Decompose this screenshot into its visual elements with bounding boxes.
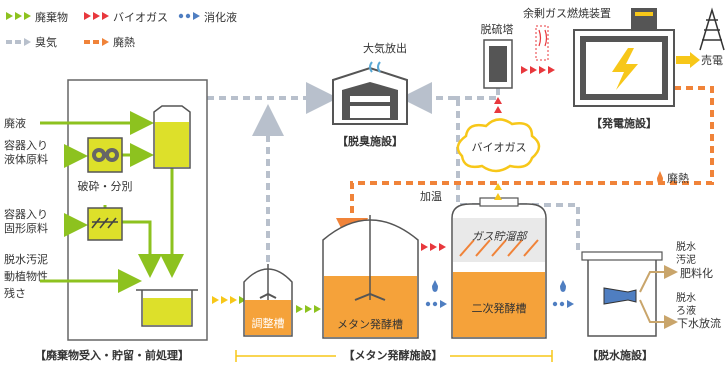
- dewater-sludge-label-1: 脱水: [676, 240, 696, 253]
- receiving-tank: [153, 105, 191, 169]
- legend-odor-symbol: [6, 38, 31, 46]
- legend-heat-label: 廃熱: [113, 35, 135, 49]
- deodor-facility-label: 【脱臭施設】: [337, 134, 403, 148]
- desulfurization-label: 脱硫塔: [481, 22, 514, 36]
- legend-odor-label: 臭気: [35, 35, 57, 49]
- dewater-sludge-label-2: 汚泥: [676, 253, 696, 266]
- power-facility-label: 【発電施設】: [591, 116, 657, 130]
- methane-tank-label: メタン発酵槽: [337, 317, 403, 331]
- legend-biogas-symbol: [84, 12, 109, 20]
- input-sludge-2: 動植物性: [4, 269, 48, 283]
- legend-heat-symbol: [84, 38, 109, 46]
- desulfurization-tower: [483, 39, 513, 89]
- biogas-up-arrows: [494, 97, 502, 200]
- methane-tank: [322, 215, 419, 339]
- legend: 廃棄物 バイオガス 消化液 臭気 廃熱: [6, 10, 237, 49]
- biogas-cloud-label: バイオガス: [472, 141, 527, 154]
- compost-label: 肥料化: [680, 266, 713, 280]
- crush-sort-label: 破砕・分別: [78, 179, 133, 193]
- legend-waste-symbol: [6, 12, 31, 20]
- heat-lines: [336, 86, 714, 250]
- waste-heat-label: 廃熱: [667, 171, 689, 185]
- input-container-liquid-2: 液体原料: [4, 152, 48, 166]
- sell-power-arrow: [676, 52, 700, 68]
- section-dewater-label: 【脱水施設】: [587, 348, 653, 362]
- adjust-to-methane-arrows: [296, 305, 321, 313]
- input-container-solid-1: 容器入り: [4, 207, 48, 221]
- crusher-solid: [87, 207, 123, 241]
- methane-to-gasholder-arrows: [421, 243, 446, 251]
- deodor-building: [332, 66, 408, 125]
- dewater-out-arrows: [639, 265, 678, 329]
- biogas-to-power-arrows: [521, 66, 555, 74]
- section-intake-label: 【廃棄物受入・貯留・前処理】: [35, 348, 189, 362]
- dewater-machine: [581, 251, 663, 337]
- adjust-tank-label: 調整槽: [252, 316, 285, 330]
- power-tower-icon: [699, 7, 725, 51]
- sell-power-label: 売電: [701, 54, 723, 67]
- input-container-liquid-1: 容器入り: [4, 138, 48, 152]
- secondary-to-dewater-arrows: [552, 280, 574, 308]
- biogas-cloud: [456, 118, 541, 173]
- legend-waste-label: 廃棄物: [35, 10, 68, 24]
- exhaust-icon: [369, 61, 381, 73]
- heat-drop-icon: [657, 171, 663, 184]
- exhaust-label: 大気放出: [363, 41, 407, 55]
- storage-tank: [136, 289, 198, 327]
- input-sludge-3: 残さ: [4, 286, 26, 300]
- gas-holder-label: ガス貯溜部: [472, 230, 529, 243]
- legend-biogas-label: バイオガス: [113, 11, 168, 24]
- secondary-tank-label: 二次発酵槽: [472, 301, 527, 315]
- discharge-label: 下水放流: [677, 316, 721, 330]
- secondary-tank: [451, 197, 547, 339]
- legend-digestate-label: 消化液: [204, 10, 237, 24]
- flare-label: 余剰ガス燃焼装置: [523, 6, 611, 20]
- input-waste-liquid: 廃液: [4, 116, 26, 130]
- intake-frame: [67, 79, 208, 341]
- dewater-filtrate-label-2: ろ液: [676, 304, 696, 317]
- heating-label: 加温: [420, 190, 442, 203]
- dewater-filtrate-label-1: 脱水: [676, 291, 696, 304]
- section-methane-label: 【メタン発酵施設】: [344, 348, 443, 362]
- power-building: [573, 8, 675, 107]
- crusher-liquid: [87, 137, 123, 173]
- methane-to-secondary-arrows: [425, 280, 447, 308]
- input-container-solid-2: 固形原料: [4, 221, 48, 235]
- input-sludge-1: 脱水汚泥: [4, 252, 48, 266]
- legend-digestate-symbol: [178, 12, 200, 20]
- methane-section-bracket: [235, 350, 553, 362]
- flare-icon: [535, 25, 549, 61]
- adjust-tank: [243, 264, 293, 337]
